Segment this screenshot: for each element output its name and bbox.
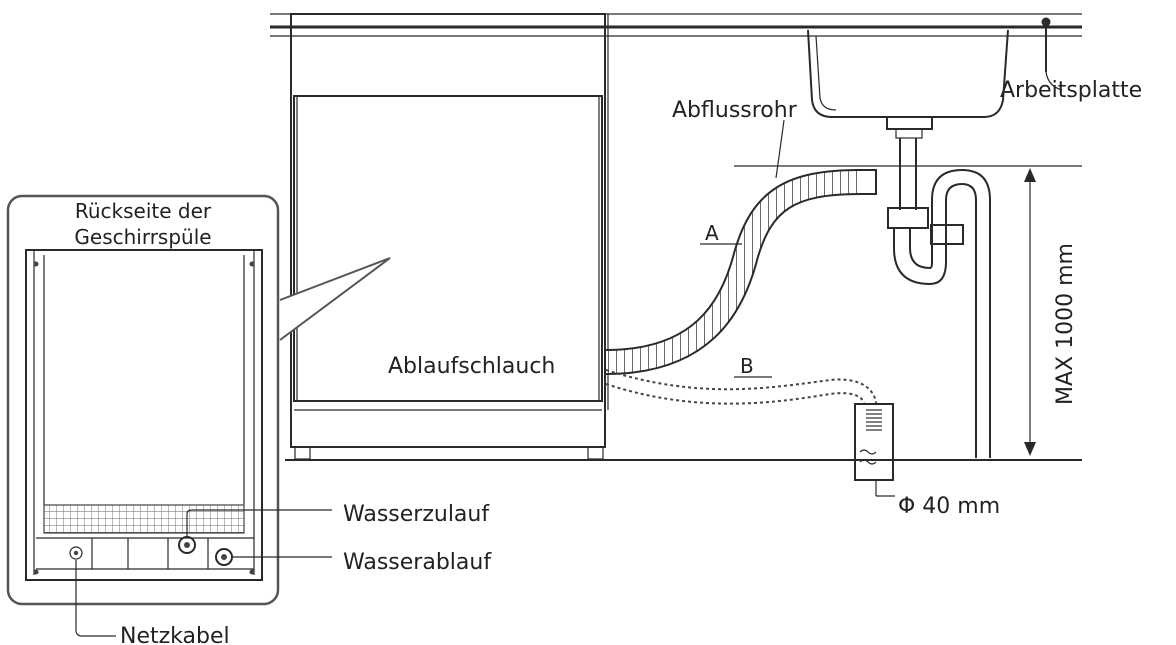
callout-pointer	[279, 257, 391, 341]
water-inlet-port	[178, 509, 332, 554]
water-outlet-label: Wasserablauf	[343, 550, 492, 575]
water-inlet-label: Wasserzulauf	[343, 502, 490, 527]
back-side-panel	[6, 194, 280, 606]
diameter-label: Φ 40 mm	[898, 494, 1000, 519]
drain-pipe-label: Abflussrohr	[672, 98, 798, 123]
back-side-title-line1: Rückseite der	[75, 199, 212, 223]
back-side-title-line2: Geschirrspüle	[74, 225, 211, 249]
sink-basin	[807, 29, 1009, 118]
max-height-label: MAX 1000 mm	[1053, 243, 1078, 405]
drain-hose-b	[605, 369, 877, 405]
countertop	[270, 13, 1082, 37]
drain-hose-a-rings	[605, 171, 861, 373]
power-cable-label: Netzkabel	[120, 624, 230, 645]
countertop-marker	[1041, 17, 1063, 91]
drain-pipe-leader	[775, 119, 785, 179]
drain-hose-label: Ablaufschlauch	[388, 354, 555, 379]
label-a: A	[705, 221, 719, 245]
countertop-label: Arbeitsplatte	[1000, 78, 1142, 103]
drain-pipe	[855, 116, 991, 458]
dishwasher-cabinet	[290, 13, 606, 460]
label-b: B	[740, 354, 754, 378]
max-height-dimension	[734, 165, 1082, 456]
water-outlet-port	[215, 548, 332, 566]
standpipe	[854, 403, 895, 497]
power-cable-port	[69, 546, 116, 637]
